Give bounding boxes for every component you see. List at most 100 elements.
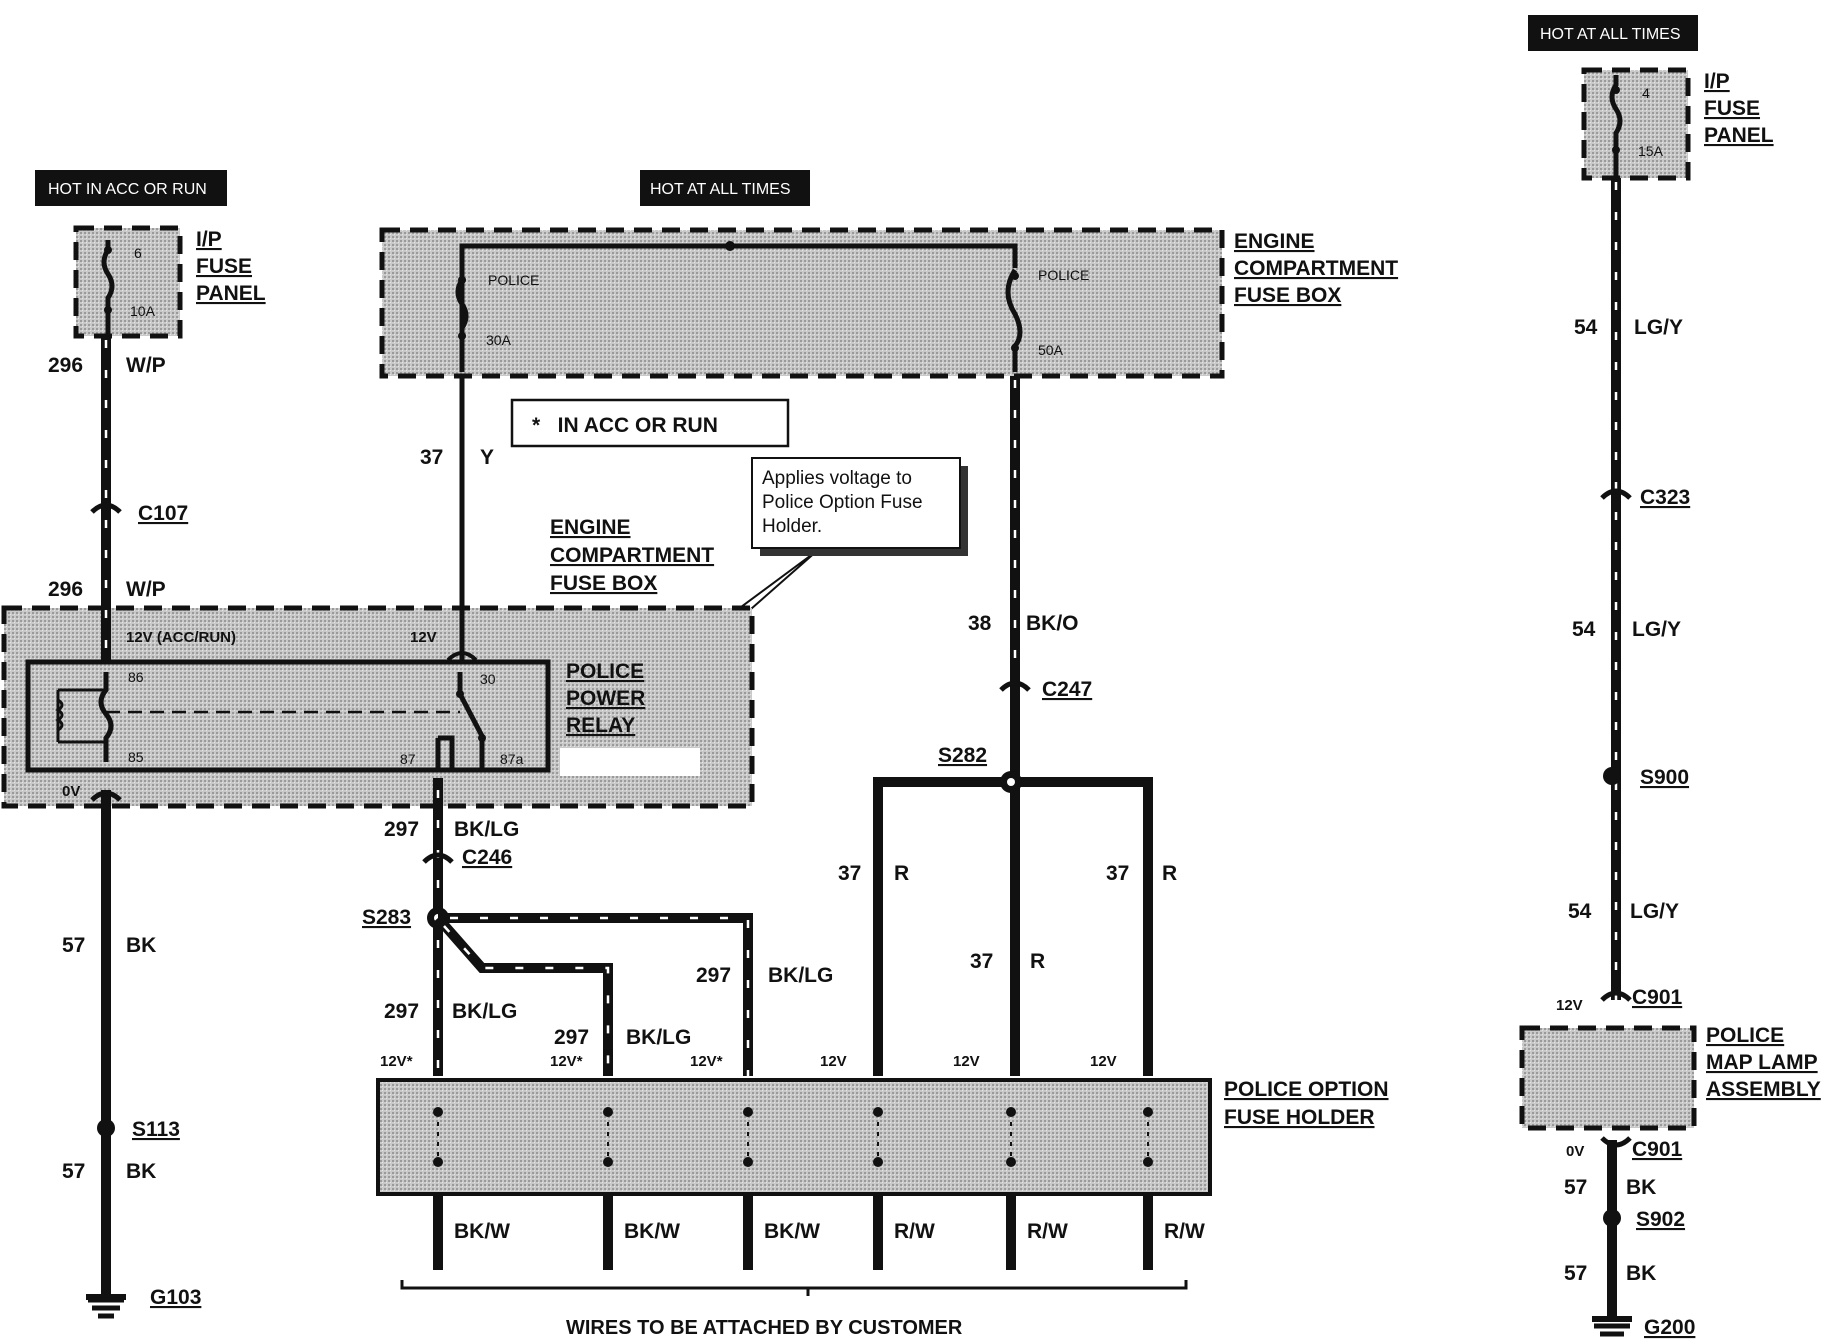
- w57a-num: 57: [62, 934, 85, 957]
- left-fuse-amp: 10A: [130, 303, 156, 319]
- relay-box: [25, 659, 551, 773]
- g103-label: G103: [150, 1286, 201, 1309]
- fuse-holder-pin: [433, 1157, 443, 1167]
- police-option-fuse-holder: [376, 1078, 1212, 1196]
- customer-output-color: R/W: [1164, 1220, 1205, 1243]
- w297c-color: BK/LG: [626, 1026, 691, 1049]
- w57d-num: 57: [1564, 1262, 1587, 1285]
- relay-v-12: 12V: [410, 629, 437, 646]
- customer-brace: [400, 1280, 1188, 1296]
- s113-label: S113: [132, 1118, 180, 1141]
- fuse2-amp: 50A: [1038, 342, 1064, 358]
- w296a-color: W/P: [126, 354, 166, 377]
- note-text: * IN ACC OR RUN: [532, 414, 718, 437]
- w296b-color: W/P: [126, 578, 166, 601]
- w54a-color: LG/Y: [1634, 316, 1683, 339]
- right-fuse-panel-box: [1581, 67, 1691, 181]
- right-fuse-number: 4: [1642, 85, 1650, 101]
- splice-s902: [1603, 1209, 1621, 1227]
- s902-label: S902: [1636, 1208, 1685, 1231]
- s282-label: S282: [938, 744, 987, 767]
- relay-switch: [457, 672, 485, 770]
- w57c-color: BK: [1626, 1176, 1656, 1199]
- pin-30: 30: [480, 671, 496, 687]
- c901-in-symbol: [1600, 990, 1632, 1002]
- w37r1-color: R: [894, 862, 909, 885]
- w297b-num: 297: [384, 1000, 419, 1023]
- fuse-holder-voltage: 12V*: [690, 1053, 723, 1070]
- w296a-num: 296: [48, 354, 83, 377]
- fuse-holder-pin: [1143, 1157, 1153, 1167]
- w57a-color: BK: [126, 934, 156, 957]
- w297b-color: BK/LG: [452, 1000, 517, 1023]
- relay-blank: [560, 748, 700, 776]
- fuse-holder-pin: [1006, 1157, 1016, 1167]
- c107-symbol: [90, 502, 122, 514]
- w54c-color: LG/Y: [1630, 900, 1679, 923]
- customer-output-color: BK/W: [624, 1220, 680, 1243]
- w38-color: BK/O: [1026, 612, 1079, 635]
- police-map-lamp-assembly: [1519, 1025, 1697, 1131]
- tag-hot-acc-run: HOT IN ACC OR RUN: [35, 170, 227, 206]
- pin-85: 85: [128, 749, 144, 765]
- svg-text:HOT AT ALL TIMES: HOT AT ALL TIMES: [650, 181, 791, 198]
- pin-86: 86: [128, 669, 144, 685]
- w37r2-num: 37: [970, 950, 993, 973]
- tag-hot-all-times-middle: HOT AT ALL TIMES: [640, 170, 810, 206]
- pin-87a: 87a: [500, 751, 524, 767]
- w37r2-color: R: [1030, 950, 1045, 973]
- customer-output-color: BK/W: [454, 1220, 510, 1243]
- fuse-holder-pin: [873, 1157, 883, 1167]
- callout-box: [751, 457, 961, 549]
- w297d-num: 297: [696, 964, 731, 987]
- c246-symbol: [422, 852, 454, 864]
- w57c-num: 57: [1564, 1176, 1587, 1199]
- w296b-num: 296: [48, 578, 83, 601]
- splice-s113: [97, 1119, 115, 1137]
- svg-text:HOT IN ACC OR RUN: HOT IN ACC OR RUN: [48, 181, 207, 198]
- w297a-color: BK/LG: [454, 818, 519, 841]
- svg-text:HOT AT ALL TIMES: HOT AT ALL TIMES: [1540, 26, 1681, 43]
- pin-87: 87: [400, 751, 416, 767]
- note-box: [510, 398, 790, 448]
- fuse-holder-pin: [603, 1157, 613, 1167]
- c107-label: C107: [138, 502, 188, 525]
- customer-label: WIRES TO BE ATTACHED BY CUSTOMER: [566, 1317, 963, 1339]
- relay-v-0: 0V: [62, 783, 80, 800]
- fuse-holder-voltage: 12V*: [550, 1053, 583, 1070]
- s283-label: S283: [362, 906, 411, 929]
- splice-s900: [1603, 767, 1621, 785]
- customer-output-color: R/W: [1027, 1220, 1068, 1243]
- fuse-50a-icon: [1005, 268, 1023, 372]
- fuse-holder-pins: [433, 1107, 1153, 1167]
- w37y-num: 37: [420, 446, 443, 469]
- w54c-num: 54: [1568, 900, 1592, 923]
- w297c-num: 297: [554, 1026, 589, 1049]
- fuse2-label: POLICE: [1038, 267, 1089, 283]
- ground-g103-icon: [88, 1297, 124, 1319]
- w57d-color: BK: [1626, 1262, 1656, 1285]
- map-lamp-v-out: 0V: [1566, 1143, 1584, 1160]
- w297d-color: BK/LG: [768, 964, 833, 987]
- fuse-30a-icon: [455, 278, 469, 330]
- w37r3-color: R: [1162, 862, 1177, 885]
- wire-297-branch-mid: [434, 914, 613, 1076]
- left-fuse-number: 6: [134, 245, 142, 261]
- w54a-num: 54: [1574, 316, 1598, 339]
- g200-label: G200: [1644, 1316, 1695, 1339]
- w37r1-num: 37: [838, 862, 861, 885]
- w54b-color: LG/Y: [1632, 618, 1681, 641]
- c246-label: C246: [462, 846, 512, 869]
- relay-resistor: [55, 698, 64, 732]
- fuse-holder-voltage: 12V: [1090, 1053, 1117, 1070]
- relay-87-contact: [435, 735, 455, 770]
- c323-symbol: [1600, 488, 1632, 500]
